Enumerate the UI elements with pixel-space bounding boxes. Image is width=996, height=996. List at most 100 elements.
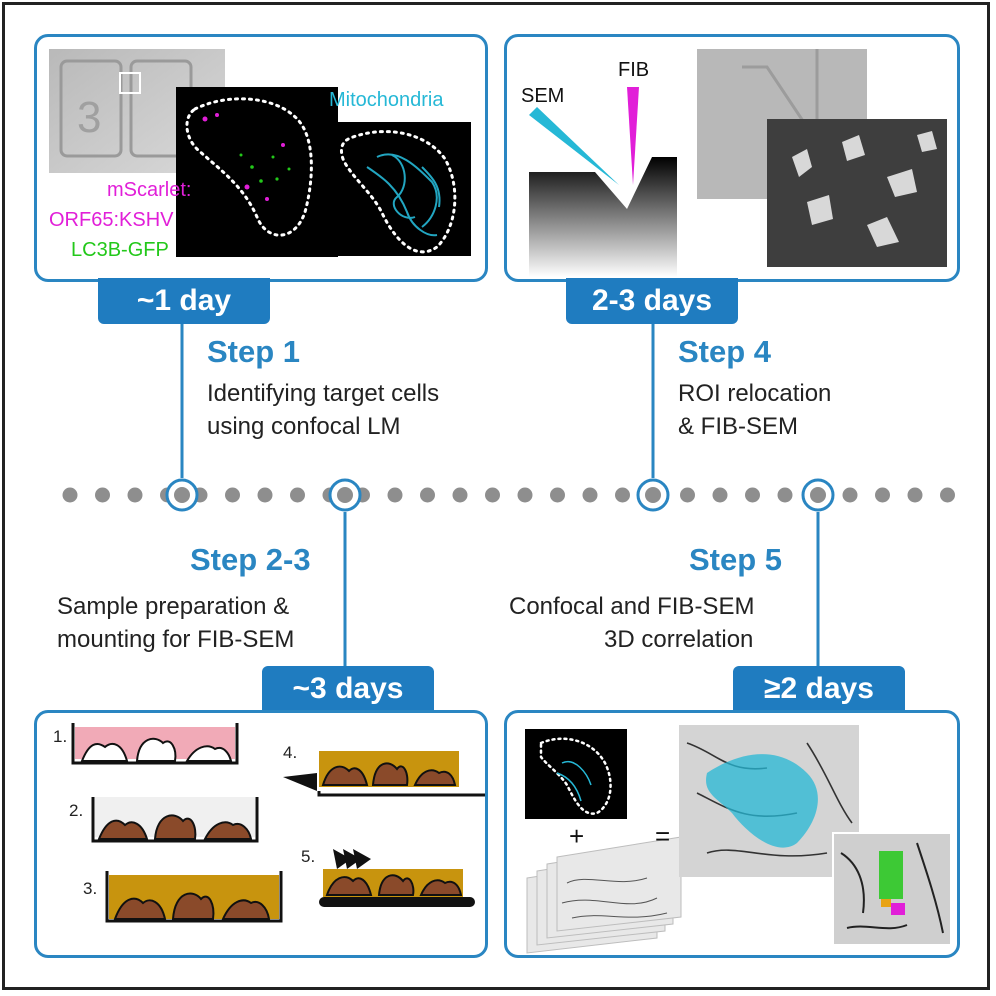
confocal-image [176, 87, 338, 257]
mito-network [366, 153, 441, 237]
gfp-puncta [239, 153, 291, 183]
timeline-dot [517, 487, 533, 503]
timeline-dot [127, 487, 143, 503]
cells-1 [80, 737, 233, 762]
desc-step5-line2: 3D correlation [604, 626, 754, 653]
connector-lines [180, 312, 820, 684]
stage-label-4: 4. [283, 743, 298, 762]
timeline-dot [875, 487, 890, 503]
step23-diagram [71, 723, 485, 923]
knife-arrow [283, 773, 317, 791]
equals-sign: = [655, 821, 671, 851]
timeline-dot [940, 487, 955, 503]
gfp-overlay [879, 851, 903, 899]
label-mitochondria: Mitochondria [329, 89, 444, 111]
desc-step1-line2: using confocal LM [207, 413, 401, 440]
step4-images [529, 49, 947, 277]
svg-text:3: 3 [77, 93, 101, 142]
mito-segmentation [706, 754, 818, 848]
title-step23: Step 2-3 [190, 542, 311, 577]
timeline-dot [485, 487, 500, 503]
stack-texture [561, 877, 668, 919]
em-zoom-membranes [840, 842, 944, 934]
badge-step23: ~3 days [262, 666, 434, 712]
panel-step23: 1. 2. 3. 4. 5. [34, 710, 488, 958]
label-orf65: ORF65:KSHV [49, 209, 174, 231]
milestone-dot-1 [174, 487, 190, 503]
mito-thumb [556, 760, 592, 802]
milestone-dot-2 [337, 487, 353, 503]
sem-cells [792, 131, 937, 247]
timeline-dot [712, 487, 728, 503]
dish-1 [71, 723, 239, 765]
fib-beam [627, 87, 639, 185]
badge-step4: 2-3 days [566, 278, 738, 324]
milestone-dot-4 [810, 487, 826, 503]
sample-block [529, 157, 677, 277]
cells-2 [97, 814, 253, 840]
sem-beam [529, 107, 619, 185]
timeline-dot [550, 487, 565, 503]
stage-label-2: 2. [69, 801, 84, 820]
grid-pattern: 3 [59, 59, 193, 158]
panel-step4: SEM FIB [504, 34, 960, 282]
plus-sign: + [569, 821, 585, 851]
fib-sem-stack [526, 836, 682, 954]
timeline-dot [745, 487, 760, 503]
dish-2 [91, 797, 259, 843]
desc-step4-line1: ROI relocation [678, 380, 832, 407]
timeline-dot [842, 487, 858, 503]
desc-step1-line1: Identifying target cells [207, 380, 440, 407]
stub [319, 897, 475, 907]
step1-images: 3 [49, 49, 471, 257]
timeline-dot [907, 487, 923, 503]
stage-label-3: 3. [83, 879, 98, 898]
cells-3 [113, 892, 271, 920]
desc-step4-line2: & FIB-SEM [678, 413, 799, 440]
label-sem: SEM [521, 85, 565, 107]
title-step5: Step 5 [689, 542, 783, 577]
orange-overlay [881, 899, 891, 907]
title-step4: Step 4 [678, 334, 772, 369]
cells-5 [325, 874, 463, 896]
timeline-dot [387, 487, 403, 503]
cell-outline-3 [539, 737, 612, 815]
timeline-dot [257, 487, 273, 503]
label-lc3b: LC3B-GFP [71, 239, 169, 261]
timeline-dot [290, 487, 305, 503]
timeline-dot [452, 487, 468, 503]
cells-4 [321, 762, 457, 786]
mscarlet-overlay [891, 903, 905, 915]
stage-label-5: 5. [301, 847, 316, 866]
timeline-dot [582, 487, 598, 503]
desc-step23-line2: mounting for FIB-SEM [57, 626, 295, 653]
dish-4 [317, 791, 485, 797]
mscarlet-puncta [202, 113, 285, 201]
panel-step5: + = [504, 710, 960, 958]
dish-3 [105, 871, 283, 923]
timeline-dot [225, 487, 240, 503]
title-step1: Step 1 [207, 334, 301, 369]
roi-box [119, 72, 141, 94]
timeline-dot [62, 487, 78, 503]
timeline-dot [777, 487, 793, 503]
stage-label-1: 1. [53, 727, 68, 746]
cell-outline-2 [339, 130, 457, 254]
coating-arrows [333, 849, 371, 869]
timeline-dot [680, 487, 695, 503]
panel-step1: 3 mScarlet: ORF65:KSHV LC3B-GFP [34, 34, 488, 282]
badge-step5: ≥2 days [733, 666, 905, 712]
timeline-dot [615, 487, 630, 503]
step5-images [525, 725, 952, 954]
badge-step1: ~1 day [98, 278, 270, 324]
label-fib: FIB [618, 59, 650, 81]
label-mscarlet: mScarlet: [107, 179, 192, 201]
desc-step23-line1: Sample preparation & [57, 593, 290, 620]
cell-outline-1 [185, 97, 313, 237]
milestone-dot-3 [645, 487, 661, 503]
desc-step5-line1: Confocal and FIB-SEM [509, 593, 755, 620]
timeline-dot [95, 487, 110, 503]
